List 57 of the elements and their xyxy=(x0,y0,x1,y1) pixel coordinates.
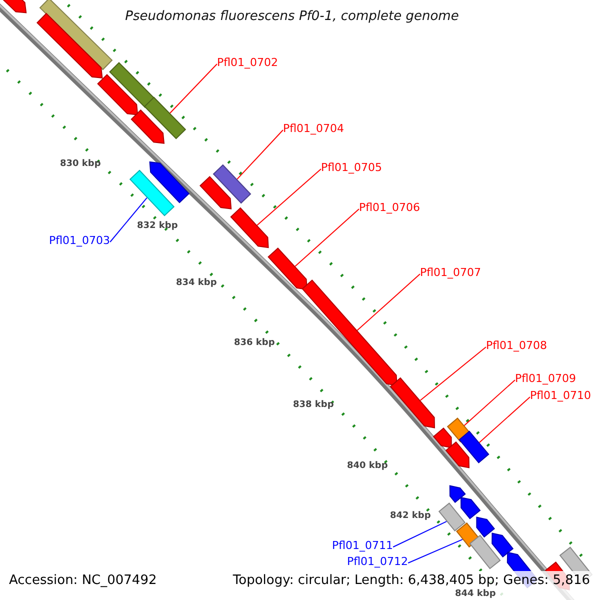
gene-feature xyxy=(200,176,232,210)
gene-block xyxy=(39,0,113,70)
gene-feature xyxy=(97,74,138,116)
leader-line xyxy=(256,168,322,226)
tick-label: 830 kbp xyxy=(60,159,101,170)
gene-block xyxy=(458,430,490,464)
gene-label: Pfl01_0710 xyxy=(530,390,592,403)
leader-line xyxy=(110,197,148,242)
tick-label: 840 kbp xyxy=(347,461,388,472)
gene-block xyxy=(212,164,252,204)
gene-label: Pfl01_0704 xyxy=(283,123,344,136)
gene-label: Pfl01_0706 xyxy=(359,202,420,215)
gene-feature xyxy=(449,485,466,503)
gene-label: Pfl01_0707 xyxy=(420,267,482,280)
leader-line xyxy=(170,64,218,114)
tick-label: 844 kbp xyxy=(455,589,496,600)
gene-block xyxy=(129,170,175,216)
tick-label: 842 kbp xyxy=(390,511,431,522)
tick-label: 834 kbp xyxy=(176,278,217,288)
leader-line xyxy=(356,274,420,331)
gene-feature xyxy=(302,280,398,386)
gene-label: Pfl01_0705 xyxy=(321,162,382,175)
tick-label: 836 kbp xyxy=(234,338,275,348)
gene-feature xyxy=(460,496,481,520)
leader-line xyxy=(294,208,360,267)
gene-feature xyxy=(36,12,103,78)
tick-label: 838 kbp xyxy=(293,400,334,410)
gene-feature xyxy=(0,0,27,14)
gene-feature xyxy=(390,377,436,428)
gene-block xyxy=(438,502,466,532)
gene-feature xyxy=(130,109,165,144)
footer-text: Accession: NC_007492 xyxy=(9,574,157,589)
gene-feature xyxy=(149,161,190,204)
footer-text: Topology: circular; Length: 6,438,405 bp; Genes: 5,816 xyxy=(232,574,590,589)
gene-label: Pfl01_0712 xyxy=(347,556,408,569)
title: Pseudomonas fluorescens Pf0-1, complete genome xyxy=(125,10,459,25)
gene-feature xyxy=(445,441,470,468)
gene-feature xyxy=(268,248,308,290)
gene-feature xyxy=(432,428,452,448)
gene-block xyxy=(469,534,501,570)
gene-label: Pfl01_0703 xyxy=(49,235,110,248)
leader-line xyxy=(392,520,448,548)
gene-label: Pfl01_0702 xyxy=(217,57,278,70)
gene-label: Pfl01_0708 xyxy=(486,340,548,353)
leader-line xyxy=(464,380,516,426)
gene-block xyxy=(144,96,186,140)
leader-line xyxy=(236,130,284,180)
leader-line xyxy=(478,396,530,443)
gene-feature xyxy=(492,532,514,558)
leader-line xyxy=(408,538,463,564)
gene-feature xyxy=(230,207,269,248)
tick-label: 832 kbp xyxy=(137,221,178,232)
leader-line xyxy=(420,346,486,401)
gene-feature xyxy=(476,516,495,538)
gene-block xyxy=(109,62,155,108)
gene-label: Pfl01_0711 xyxy=(332,540,394,553)
gene-label: Pfl01_0709 xyxy=(515,373,576,386)
